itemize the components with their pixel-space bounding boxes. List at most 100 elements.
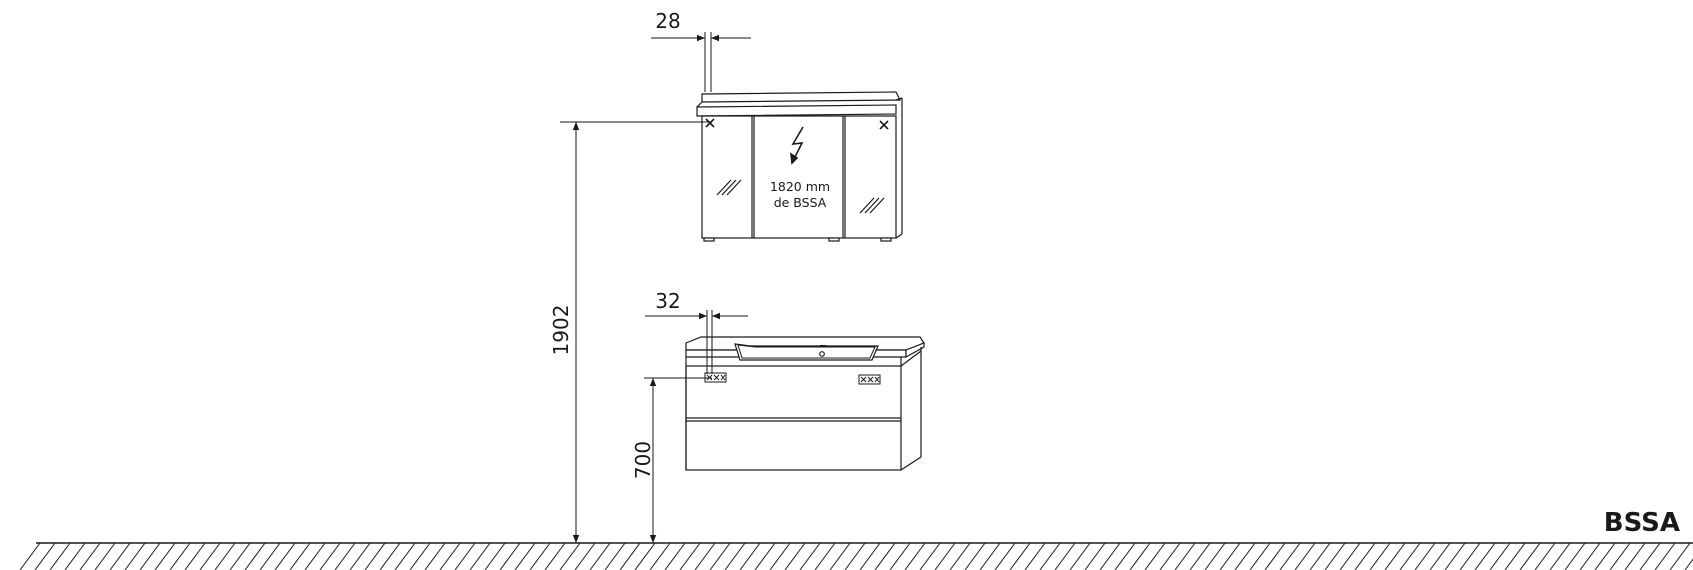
hatch-line [424, 542, 446, 570]
hatch-line [1354, 542, 1376, 570]
floor-reference-label: BSSA [1604, 508, 1680, 538]
hatch-line [1054, 542, 1076, 570]
hatch-line [709, 542, 731, 570]
glass-reflection-left [716, 179, 742, 196]
hatch-line [694, 542, 716, 570]
hatch-line [1279, 542, 1301, 570]
hatch-line [784, 542, 806, 570]
hatch-line [499, 542, 521, 570]
hatch-line [589, 542, 611, 570]
hatch-line [454, 542, 476, 570]
hatch-line [1414, 542, 1436, 570]
hatch-line [334, 542, 356, 570]
hatch-line [379, 542, 401, 570]
hatch-line [949, 542, 971, 570]
hatch-line [1399, 542, 1421, 570]
hatch-line [49, 542, 71, 570]
glass-reflection-right [859, 197, 885, 214]
vanity-depth-dimension [645, 310, 748, 374]
hatch-line [1609, 542, 1631, 570]
hatch-line [1129, 542, 1151, 570]
hatch-line [184, 542, 206, 570]
hatch-line [649, 542, 671, 570]
hatch-line [1024, 542, 1046, 570]
hatch-line [1204, 542, 1226, 570]
hatch-line [1114, 542, 1136, 570]
hatch-line [844, 542, 866, 570]
total-height-dimension [560, 121, 712, 543]
hatch-line [409, 542, 431, 570]
hatch-line [19, 542, 41, 570]
hatch-line [814, 542, 836, 570]
hatch-line [1174, 542, 1196, 570]
hatch-line [349, 542, 371, 570]
hatch-line [1339, 542, 1361, 570]
hatch-line [739, 542, 761, 570]
hatch-line [859, 542, 881, 570]
hatch-line [394, 542, 416, 570]
hatch-line [244, 542, 266, 570]
hatch-line [919, 542, 941, 570]
hatch-line [934, 542, 956, 570]
hatch-line [1504, 542, 1526, 570]
hatch-line [1294, 542, 1316, 570]
hatch-line [469, 542, 491, 570]
hatch-line [1534, 542, 1556, 570]
hatch-line [979, 542, 1001, 570]
hatch-line [1639, 542, 1661, 570]
hatch-line [304, 542, 326, 570]
outlet-height-note-line2: de BSSA [774, 195, 827, 210]
hatch-line [529, 542, 551, 570]
hatch-line [199, 542, 221, 570]
vanity-height-label: 700 [631, 441, 655, 479]
hatch-line [1579, 542, 1601, 570]
hatch-line [289, 542, 311, 570]
hatch-line [1369, 542, 1391, 570]
hatch-line [799, 542, 821, 570]
hatch-line [109, 542, 131, 570]
hatch-line [1219, 542, 1241, 570]
hatch-line [769, 542, 791, 570]
hatch-line [874, 542, 896, 570]
hatch-line [574, 542, 596, 570]
hatch-line [1039, 542, 1061, 570]
hatch-line [1654, 542, 1676, 570]
hatch-line [1084, 542, 1106, 570]
outlet-height-note-line1: 1820 mm [770, 179, 830, 194]
hatch-line [829, 542, 851, 570]
hatch-line [169, 542, 191, 570]
hatch-line [559, 542, 581, 570]
hatch-line [64, 542, 86, 570]
hatch-line [94, 542, 116, 570]
hatch-line [319, 542, 341, 570]
hatch-line [1009, 542, 1031, 570]
hatch-line [1249, 542, 1271, 570]
hatch-line [1519, 542, 1541, 570]
hatch-line [619, 542, 641, 570]
vanity-height-dimension [644, 377, 712, 543]
mirror-cabinet [696, 91, 903, 242]
hatch-line [1069, 542, 1091, 570]
hatch-line [1189, 542, 1211, 570]
hatch-line [1564, 542, 1586, 570]
hatch-line [544, 542, 566, 570]
mirror-depth-label: 28 [655, 9, 680, 33]
mounting-bracket-icon [858, 374, 881, 385]
hatch-line [1309, 542, 1331, 570]
hatch-line [1489, 542, 1511, 570]
hatch-line [664, 542, 686, 570]
hatch-line [514, 542, 536, 570]
hatch-line [1594, 542, 1616, 570]
hatch-line [1234, 542, 1256, 570]
hatch-line [439, 542, 461, 570]
hatch-line [1429, 542, 1451, 570]
hatch-line [1474, 542, 1496, 570]
hatch-line [1144, 542, 1166, 570]
floor-hatching [19, 542, 1693, 570]
mirror-depth-dimension [651, 32, 751, 92]
hatch-line [754, 542, 776, 570]
total-height-label: 1902 [549, 305, 573, 356]
hatch-line [1324, 542, 1346, 570]
hatch-line [634, 542, 656, 570]
